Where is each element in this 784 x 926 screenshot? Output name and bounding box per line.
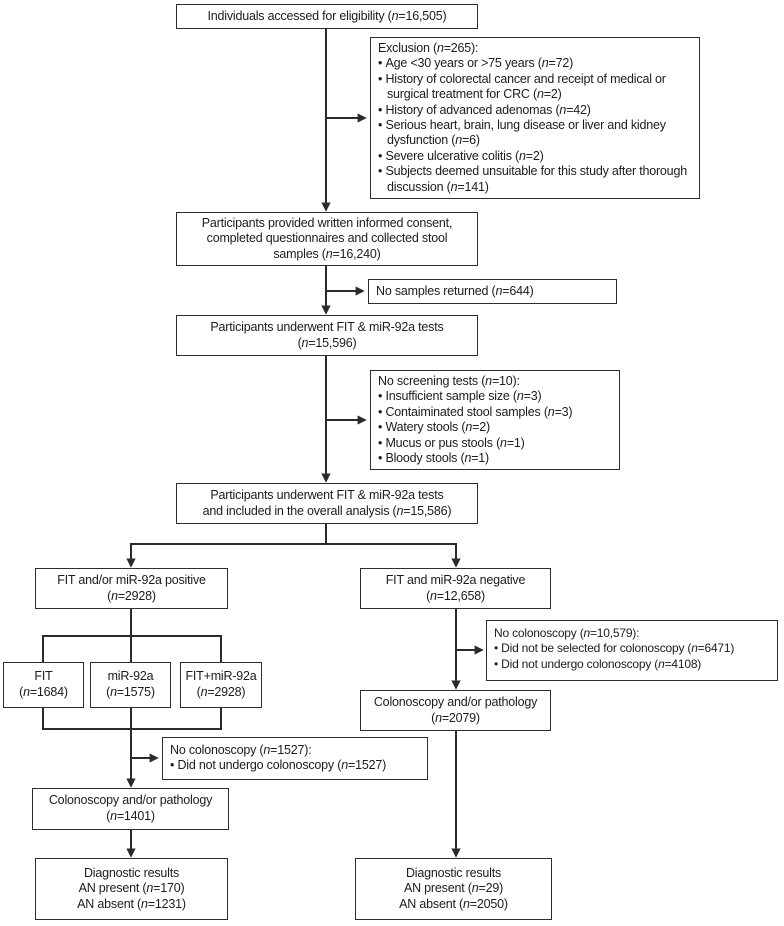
- bullet-item: Did not undergo colonoscopy (n=4108): [494, 657, 770, 672]
- box-title: No colonoscopy (n=10,579):: [494, 626, 640, 640]
- text-line: FIT and miR-92a negative: [385, 572, 526, 587]
- bullet-item: History of colorectal cancer and receipt…: [378, 72, 692, 103]
- text-line: Diagnostic results: [83, 865, 180, 880]
- bullet-item: Mucus or pus stools (n=1): [378, 436, 612, 451]
- box-fit: FIT (n=1684): [3, 662, 84, 708]
- box-colonoscopy-negative: Colonoscopy and/or pathology (n=2079): [360, 690, 551, 731]
- bullet-item: Watery stools (n=2): [378, 420, 612, 435]
- text-line: samples (n=16,240): [273, 246, 381, 261]
- text-line: AN absent (n=2050): [399, 896, 508, 911]
- text-line: (n=1575): [106, 685, 155, 699]
- box-no-colonoscopy-positive: No colonoscopy (n=1527): Did not undergo…: [162, 737, 428, 780]
- no-screening-bullet-list: Insufficient sample size (n=3) Contaimin…: [378, 389, 612, 466]
- text-line: (n=2079): [431, 710, 480, 725]
- text-line: Participants underwent FIT & miR-92a tes…: [210, 319, 444, 334]
- bullet-item: History of advanced adenomas (n=42): [378, 103, 692, 118]
- bullet-item: Did not be selected for colonoscopy (n=6…: [494, 641, 770, 656]
- text-line: Individuals accessed for eligibility (n=…: [207, 8, 447, 23]
- box-no-colonoscopy-negative: No colonoscopy (n=10,579): Did not be se…: [486, 620, 778, 681]
- box-positive: FIT and/or miR-92a positive (n=2928): [35, 568, 228, 609]
- box-exclusion: Exclusion (n=265): Age <30 years or >75 …: [370, 37, 700, 199]
- box-title: No colonoscopy (n=1527):: [170, 743, 312, 757]
- text-line: (n=15,596): [297, 335, 357, 350]
- box-title: Exclusion (n=265):: [378, 41, 479, 55]
- text-line: (n=1401): [106, 809, 155, 823]
- bullet-item: Age <30 years or >75 years (n=72): [378, 56, 692, 71]
- text-line: (n=2928): [107, 588, 156, 603]
- text-line: Diagnostic results: [405, 865, 502, 880]
- box-colonoscopy-positive: Colonoscopy and/or pathology (n=1401): [32, 788, 229, 830]
- bullet-item: Insufficient sample size (n=3): [378, 389, 612, 404]
- exclusion-bullet-list: Age <30 years or >75 years (n=72) Histor…: [378, 56, 692, 195]
- no-colonoscopy-positive-bullet-list: Did not undergo colonoscopy (n=1527): [170, 758, 420, 773]
- text-line: AN absent (n=1231): [77, 896, 186, 911]
- text-line: Colonoscopy and/or pathology: [373, 694, 538, 709]
- no-colonoscopy-negative-bullet-list: Did not be selected for colonoscopy (n=6…: [494, 641, 770, 672]
- bullet-item: Did not undergo colonoscopy (n=1527): [170, 758, 420, 773]
- bullet-item: Serious heart, brain, lung disease or li…: [378, 118, 692, 149]
- box-diagnostic-positive: Diagnostic results AN present (n=170) AN…: [35, 858, 228, 920]
- text-line: No samples returned (n=644): [376, 284, 534, 298]
- box-no-screening: No screening tests (n=10): Insufficient …: [370, 370, 620, 470]
- box-eligibility: Individuals accessed for eligibility (n=…: [176, 4, 478, 29]
- bullet-item: Bloody stools (n=1): [378, 451, 612, 466]
- bullet-item: Subjects deemed unsuitable for this stud…: [378, 164, 692, 195]
- box-overall-analysis: Participants underwent FIT & miR-92a tes…: [176, 483, 478, 524]
- text-line: AN present (n=170): [78, 881, 185, 896]
- text-line: FIT+miR-92a: [185, 669, 257, 684]
- box-fit-tests: Participants underwent FIT & miR-92a tes…: [176, 315, 478, 356]
- box-title: No screening tests (n=10):: [378, 374, 520, 388]
- text-line: miR-92a: [107, 669, 154, 684]
- text-line: Participants underwent FIT & miR-92a tes…: [210, 487, 444, 502]
- box-no-samples: No samples returned (n=644): [368, 279, 617, 304]
- box-negative: FIT and miR-92a negative (n=12,658): [360, 568, 551, 609]
- text-line: Colonoscopy and/or pathology: [48, 793, 213, 808]
- text-line: Participants provided written informed c…: [201, 215, 453, 230]
- text-line: (n=2928): [196, 685, 246, 699]
- bullet-item: Contaiminated stool samples (n=3): [378, 405, 612, 420]
- text-line: completed questionnaires and collected s…: [206, 231, 448, 246]
- text-line: (n=12,658): [426, 588, 485, 603]
- box-diagnostic-negative: Diagnostic results AN present (n=29) AN …: [355, 858, 552, 920]
- box-fit-plus-mir92a: FIT+miR-92a (n=2928): [180, 662, 262, 708]
- text-line: FIT and/or miR-92a positive: [57, 572, 206, 587]
- text-line: AN present (n=29): [403, 881, 504, 896]
- box-mir92a: miR-92a (n=1575): [90, 662, 171, 708]
- text-line: and included in the overall analysis (n=…: [202, 503, 452, 518]
- bullet-item: Severe ulcerative colitis (n=2): [378, 149, 692, 164]
- box-consent: Participants provided written informed c…: [176, 212, 478, 266]
- text-line: FIT: [34, 669, 53, 684]
- text-line: (n=1684): [19, 685, 68, 699]
